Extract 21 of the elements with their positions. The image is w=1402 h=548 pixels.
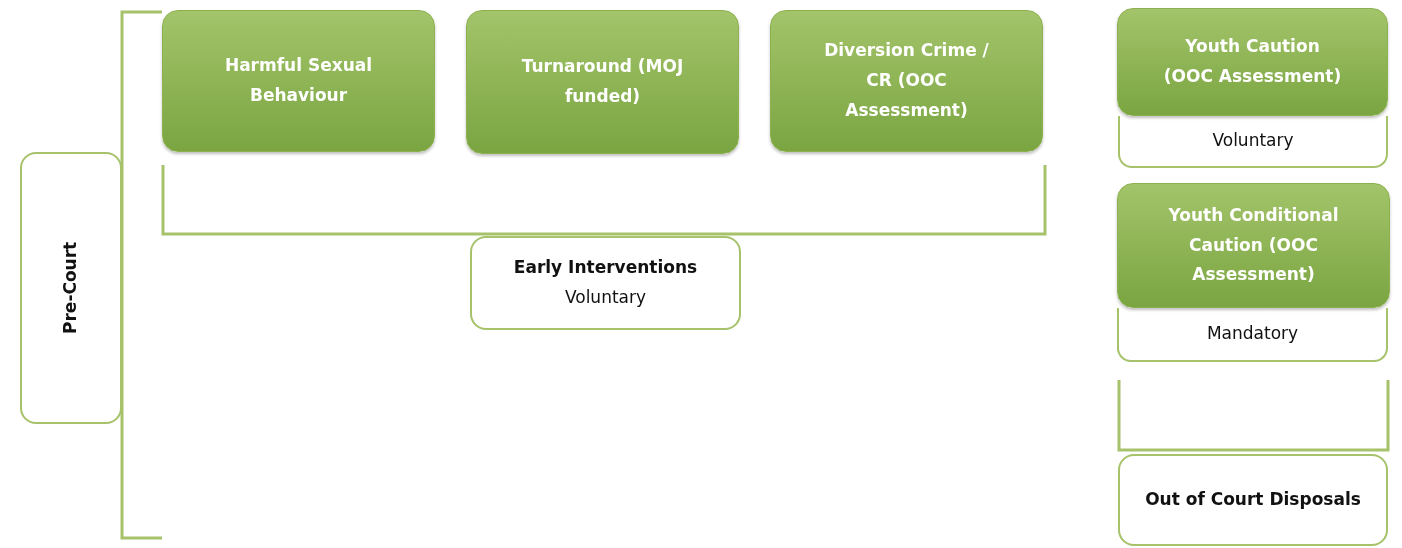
label-box bbox=[1118, 116, 1388, 168]
process-box bbox=[162, 10, 435, 152]
box-title: Early Interventions bbox=[513, 256, 698, 280]
process-box bbox=[770, 10, 1043, 152]
box-title: Diversion Crime / CR (OOC Assessment) bbox=[823, 39, 990, 122]
process-box bbox=[1117, 183, 1390, 308]
box-title: Pre-Court bbox=[59, 241, 82, 335]
box-title: Turnaround (MOJ funded) bbox=[520, 55, 685, 108]
box-title: Youth Conditional Caution (OOC Assessment) bbox=[1167, 203, 1340, 287]
box-subtitle: Voluntary bbox=[564, 286, 647, 309]
box-title: Mandatory bbox=[1206, 322, 1299, 346]
process-box bbox=[466, 10, 739, 154]
box-title: Voluntary bbox=[1212, 129, 1294, 153]
process-box bbox=[1117, 8, 1388, 116]
box-title: Harmful Sexual Behaviour bbox=[223, 54, 374, 107]
box-title: Youth Caution (OOC Assessment) bbox=[1162, 35, 1343, 88]
label-box bbox=[1117, 308, 1388, 362]
label-box bbox=[20, 152, 122, 424]
box-title: Out of Court Disposals bbox=[1145, 488, 1361, 512]
label-box bbox=[1118, 454, 1388, 546]
label-box bbox=[470, 236, 741, 330]
